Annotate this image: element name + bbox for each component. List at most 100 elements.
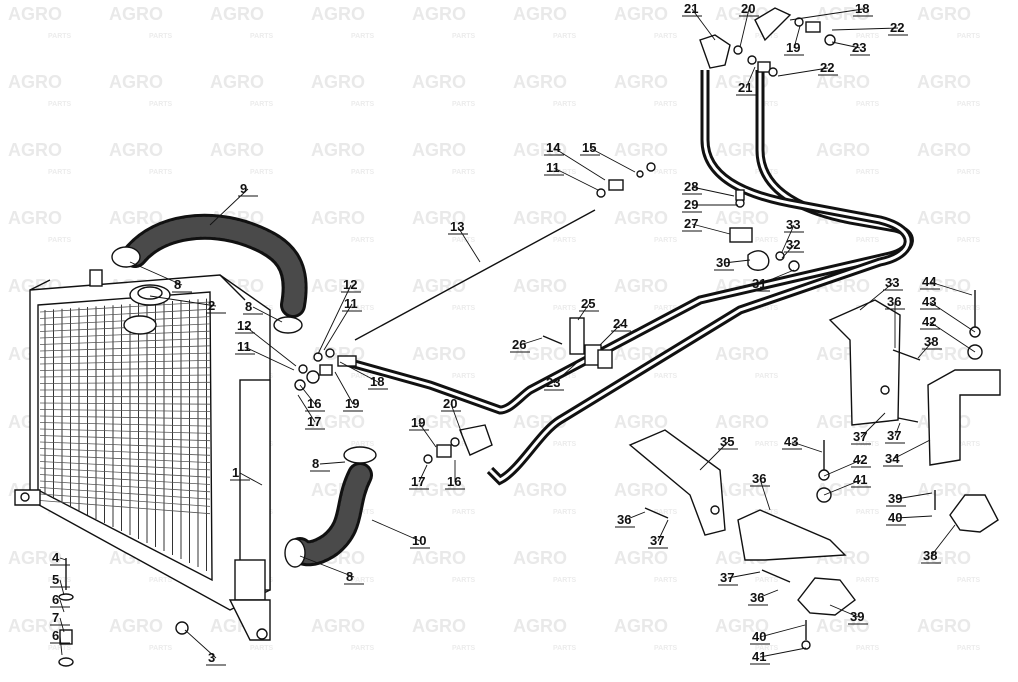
watermark-brand: AGRO bbox=[917, 140, 971, 160]
watermark-sub: PARTS bbox=[250, 169, 274, 176]
callout-leader-line bbox=[334, 371, 354, 405]
watermark-brand: AGRO bbox=[109, 140, 163, 160]
watermark-brand: AGRO bbox=[513, 616, 567, 636]
watermark-brand: AGRO bbox=[614, 140, 668, 160]
callout-leader-line bbox=[553, 147, 606, 181]
callout-number: 8 bbox=[346, 569, 353, 584]
callout-number: 19 bbox=[345, 396, 359, 411]
callout-leader-line bbox=[519, 337, 543, 346]
callout-number: 23 bbox=[546, 375, 560, 390]
callout-leader-line bbox=[457, 226, 481, 263]
callout-number: 37 bbox=[650, 533, 664, 548]
callout-leader-line bbox=[699, 441, 729, 471]
pipe-lines bbox=[338, 7, 914, 486]
callout-number: 39 bbox=[850, 609, 864, 624]
watermark-sub: PARTS bbox=[351, 373, 375, 380]
callout-number: 40 bbox=[752, 629, 766, 644]
watermark-sub: PARTS bbox=[856, 645, 880, 652]
callout-leader-line bbox=[418, 464, 428, 483]
watermark-brand: AGRO bbox=[917, 4, 971, 24]
callout-leader-line bbox=[791, 441, 823, 453]
callout-number: 36 bbox=[887, 294, 901, 309]
watermark-brand: AGRO bbox=[412, 4, 466, 24]
watermark-brand: AGRO bbox=[513, 72, 567, 92]
watermark-sub: PARTS bbox=[351, 645, 375, 652]
watermark-sub: PARTS bbox=[553, 577, 577, 584]
callout-leader-line bbox=[781, 224, 795, 253]
callout-leader-line bbox=[209, 188, 249, 226]
watermark-sub: PARTS bbox=[452, 509, 476, 516]
watermark-sub: PARTS bbox=[149, 577, 173, 584]
callout-leader-line bbox=[657, 519, 669, 542]
watermark-brand: AGRO bbox=[412, 344, 466, 364]
callout-number: 43 bbox=[784, 434, 798, 449]
watermark-brand: AGRO bbox=[614, 412, 668, 432]
callout-number: 22 bbox=[890, 20, 904, 35]
watermark-brand: AGRO bbox=[614, 208, 668, 228]
callout-number: 37 bbox=[720, 570, 734, 585]
callout-number: 43 bbox=[922, 294, 936, 309]
watermark-sub: PARTS bbox=[654, 33, 678, 40]
watermark-sub: PARTS bbox=[351, 169, 375, 176]
watermark-brand: AGRO bbox=[715, 344, 769, 364]
callout-leader-line bbox=[739, 8, 750, 48]
radiator-core bbox=[39, 298, 211, 571]
callout-number: 19 bbox=[786, 40, 800, 55]
callout-number: 1 bbox=[232, 465, 239, 480]
watermark-brand: AGRO bbox=[311, 208, 365, 228]
callout-leader-line bbox=[859, 282, 894, 311]
watermark-sub: PARTS bbox=[957, 577, 981, 584]
watermark-sub: PARTS bbox=[351, 101, 375, 108]
callout-number: 18 bbox=[370, 374, 384, 389]
watermark-brand: AGRO bbox=[8, 548, 62, 568]
callout-number: 31 bbox=[752, 276, 766, 291]
callout-number: 19 bbox=[411, 415, 425, 430]
watermark-sub: PARTS bbox=[351, 33, 375, 40]
callout-number: 17 bbox=[411, 474, 425, 489]
watermark-brand: AGRO bbox=[917, 480, 971, 500]
callout-leader-line bbox=[759, 624, 806, 638]
control-rod bbox=[354, 209, 596, 341]
callout-number: 36 bbox=[617, 512, 631, 527]
callout-leader-line bbox=[252, 306, 283, 323]
callout-number: 15 bbox=[582, 140, 596, 155]
watermark-sub: PARTS bbox=[654, 645, 678, 652]
callout-leader-line bbox=[323, 303, 353, 351]
callout-number: 25 bbox=[581, 296, 595, 311]
callout-leader-line bbox=[59, 635, 63, 656]
watermark-sub: PARTS bbox=[351, 577, 375, 584]
watermark-brand: AGRO bbox=[715, 616, 769, 636]
radiator bbox=[14, 269, 271, 641]
callout-number: 11 bbox=[546, 160, 560, 175]
watermark-sub: PARTS bbox=[654, 169, 678, 176]
watermark-brand: AGRO bbox=[412, 72, 466, 92]
callout-number: 36 bbox=[750, 590, 764, 605]
callout-number: 16 bbox=[447, 474, 461, 489]
callout-number: 34 bbox=[885, 451, 900, 466]
callout-leader-line bbox=[239, 472, 263, 486]
callout-number: 33 bbox=[885, 275, 899, 290]
watermark-brand: AGRO bbox=[311, 412, 365, 432]
callout-number: 32 bbox=[786, 237, 800, 252]
watermark-brand: AGRO bbox=[311, 72, 365, 92]
callout-number: 39 bbox=[888, 491, 902, 506]
watermark-brand: AGRO bbox=[513, 208, 567, 228]
watermark-sub: PARTS bbox=[856, 577, 880, 584]
watermark-sub: PARTS bbox=[654, 509, 678, 516]
watermark-sub: PARTS bbox=[351, 441, 375, 448]
watermark-brand: AGRO bbox=[412, 412, 466, 432]
callout-number: 22 bbox=[820, 60, 834, 75]
watermark-brand: AGRO bbox=[412, 140, 466, 160]
watermark-sub: PARTS bbox=[654, 237, 678, 244]
watermark-brand: AGRO bbox=[917, 616, 971, 636]
callout-number: 11 bbox=[237, 339, 251, 354]
callout-number: 11 bbox=[344, 296, 358, 311]
callout-leader-line bbox=[917, 341, 933, 359]
watermark-brand: AGRO bbox=[311, 276, 365, 296]
watermark-sub: PARTS bbox=[452, 101, 476, 108]
callout-number: 20 bbox=[443, 396, 457, 411]
callout-number: 6 bbox=[52, 592, 59, 607]
upper-hose bbox=[111, 213, 308, 334]
